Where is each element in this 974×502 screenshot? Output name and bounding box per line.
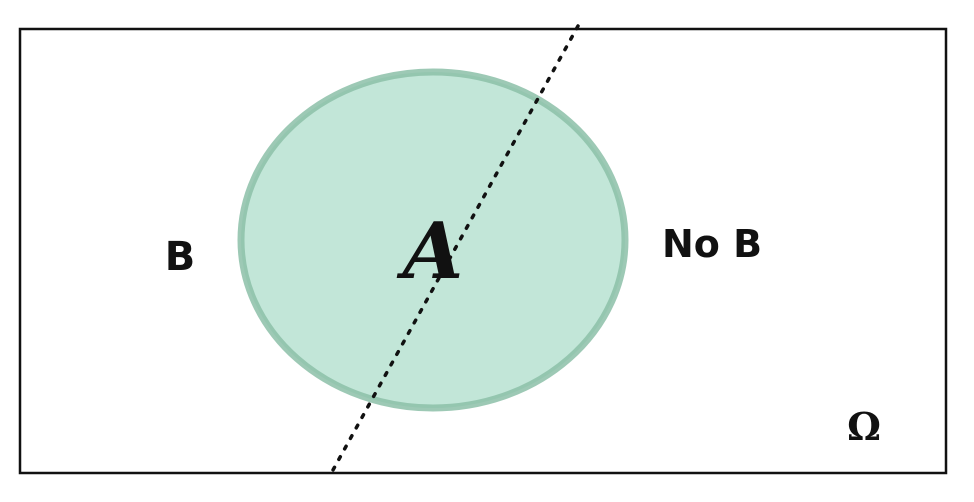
event-a-circle xyxy=(237,68,629,412)
region-b-label: B xyxy=(165,234,196,280)
partition-line xyxy=(331,24,580,472)
event-a-label: A xyxy=(396,206,464,297)
sample-space-symbol: Ω xyxy=(847,404,881,449)
region-not-b-label: No B xyxy=(662,222,762,266)
